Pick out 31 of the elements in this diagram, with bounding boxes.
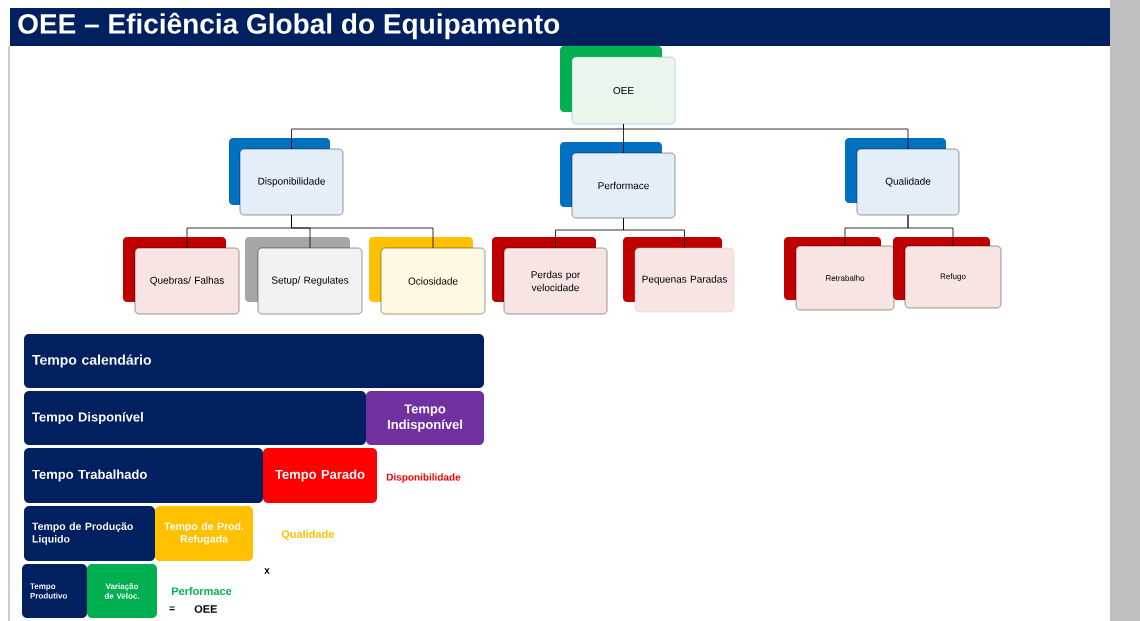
process-box: Setup/ Regulates <box>257 247 363 315</box>
process-box: Ociosidade <box>380 247 486 315</box>
title-bar: OEE – Eficiência Global do Equipamento <box>10 8 1110 46</box>
formula-label: Qualidade <box>281 529 334 541</box>
time-bar: Tempo Trabalhado <box>24 448 263 503</box>
connector-line <box>291 214 434 249</box>
process-box: Disponibilidade <box>239 148 344 216</box>
time-bar: Tempo Disponível <box>24 391 366 445</box>
time-bar: Tempo de Prod. Refugada <box>155 506 253 561</box>
formula-label: OEE <box>194 605 217 613</box>
formula-label: = <box>169 606 175 611</box>
process-box: Refugo <box>904 245 1002 309</box>
formula-label: Performace <box>171 586 232 596</box>
process-box: Quebras/ Falhas <box>134 247 240 315</box>
process-box: Performace <box>571 152 676 219</box>
connector-line <box>907 214 954 247</box>
time-bar: Tempo Indisponível <box>366 391 484 445</box>
formula-label: Disponibilidade <box>386 473 461 483</box>
process-box: Perdas por velocidade <box>503 247 608 315</box>
process-box: Qualidade <box>856 148 960 216</box>
time-bar: Tempo de Produção Liquido <box>24 506 155 561</box>
time-bar: Tempo Produtivo <box>22 564 87 618</box>
process-box: Retrabalho <box>795 245 895 311</box>
connector-line <box>623 217 685 249</box>
time-bar: Tempo calendário <box>24 334 484 388</box>
time-bar: Variação de Veloc. <box>87 564 157 618</box>
time-bar: Tempo Parado <box>263 448 377 503</box>
process-box: OEE <box>571 56 676 125</box>
process-box: Pequenas Paradas <box>634 247 735 313</box>
connector-line <box>623 123 909 150</box>
formula-label: x <box>264 568 270 574</box>
